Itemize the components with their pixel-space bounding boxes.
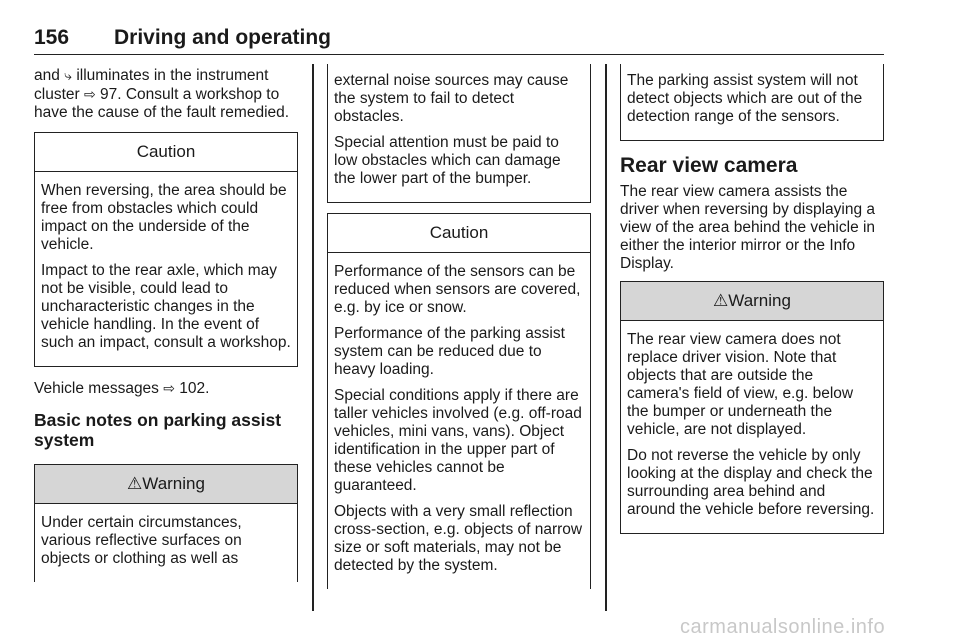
warning-box-1-continued: external noise sources may cause the sys…	[327, 64, 591, 203]
caution-text: Objects with a very small reflection cro…	[334, 503, 583, 574]
warning-text: Do not reverse the vehicle by only looki…	[627, 447, 875, 518]
column-3: The parking assist system will not detec…	[620, 64, 884, 534]
rear-view-camera-text: The rear view camera assists the driver …	[620, 183, 876, 272]
caution-text: Performance of the sensors can be reduce…	[334, 263, 581, 316]
page-header: 156 Driving and operating	[34, 26, 884, 55]
column-divider-2	[605, 64, 607, 611]
parking-assist-heading: Basic notes on parking assist system	[34, 410, 282, 450]
caution-title: Caution	[35, 133, 297, 172]
parking-brake-icon: ⤷	[64, 67, 73, 83]
caution-text: Impact to the rear axle, which may not b…	[41, 262, 291, 351]
caution-box-2: Caution Performance of the sensors can b…	[327, 213, 591, 589]
warning-box-1: ⚠Warning Under certain circumstances, va…	[34, 464, 298, 582]
page-number: 156	[34, 26, 70, 49]
column-1: and ⤷ illuminates in the instrument clus…	[34, 66, 298, 582]
caution-text: When reversing, the area should be free …	[41, 182, 287, 253]
arrow-right-icon: ⇨	[163, 380, 175, 396]
warning-text: The rear view camera does not replace dr…	[627, 331, 854, 438]
caution-text: Special conditions apply if there are ta…	[334, 387, 582, 494]
warning-title: ⚠Warning	[621, 282, 883, 321]
caution-box-2-continued: The parking assist system will not detec…	[620, 64, 884, 141]
caution-title: Caution	[328, 214, 590, 253]
intro-paragraph: and ⤷ illuminates in the instrument clus…	[34, 67, 290, 121]
column-2: external noise sources may cause the sys…	[327, 64, 591, 589]
warning-text: Under certain circumstances, various ref…	[41, 514, 242, 567]
vehicle-messages-ref: Vehicle messages ⇨ 102.	[34, 380, 210, 397]
caution-text: The parking assist system will not detec…	[627, 72, 863, 125]
section-title: Driving and operating	[114, 26, 332, 49]
arrow-right-icon: ⇨	[83, 86, 96, 102]
watermark: carmanualsonline.info	[680, 616, 886, 638]
warning-icon: ⚠	[127, 474, 143, 493]
caution-text: Performance of the parking assist system…	[334, 325, 565, 378]
column-divider-1	[312, 64, 314, 611]
caution-box-1: Caution When reversing, the area should …	[34, 132, 298, 367]
warning-icon: ⚠	[713, 291, 729, 310]
rear-view-camera-heading: Rear view camera	[620, 154, 798, 177]
warning-text: external noise sources may cause the sys…	[334, 72, 569, 125]
warning-text: Special attention must be paid to low ob…	[334, 134, 561, 187]
warning-title: ⚠Warning	[35, 465, 297, 504]
warning-box-2: ⚠Warning The rear view camera does not r…	[620, 281, 884, 534]
